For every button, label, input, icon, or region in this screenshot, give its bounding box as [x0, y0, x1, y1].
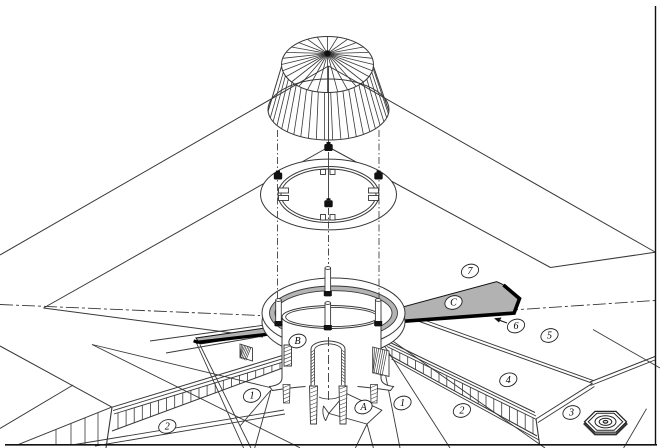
svg-text:2: 2: [459, 406, 464, 417]
svg-text:5: 5: [547, 331, 552, 342]
svg-text:4: 4: [506, 375, 511, 386]
svg-text:3: 3: [568, 408, 574, 419]
svg-text:7: 7: [468, 266, 474, 277]
svg-text:B: B: [294, 336, 300, 347]
svg-text:6: 6: [514, 321, 519, 332]
svg-text:1: 1: [400, 398, 405, 409]
svg-text:C: C: [450, 298, 457, 309]
svg-text:2: 2: [165, 421, 170, 432]
svg-text:1: 1: [250, 391, 255, 402]
svg-text:A: A: [359, 402, 367, 413]
